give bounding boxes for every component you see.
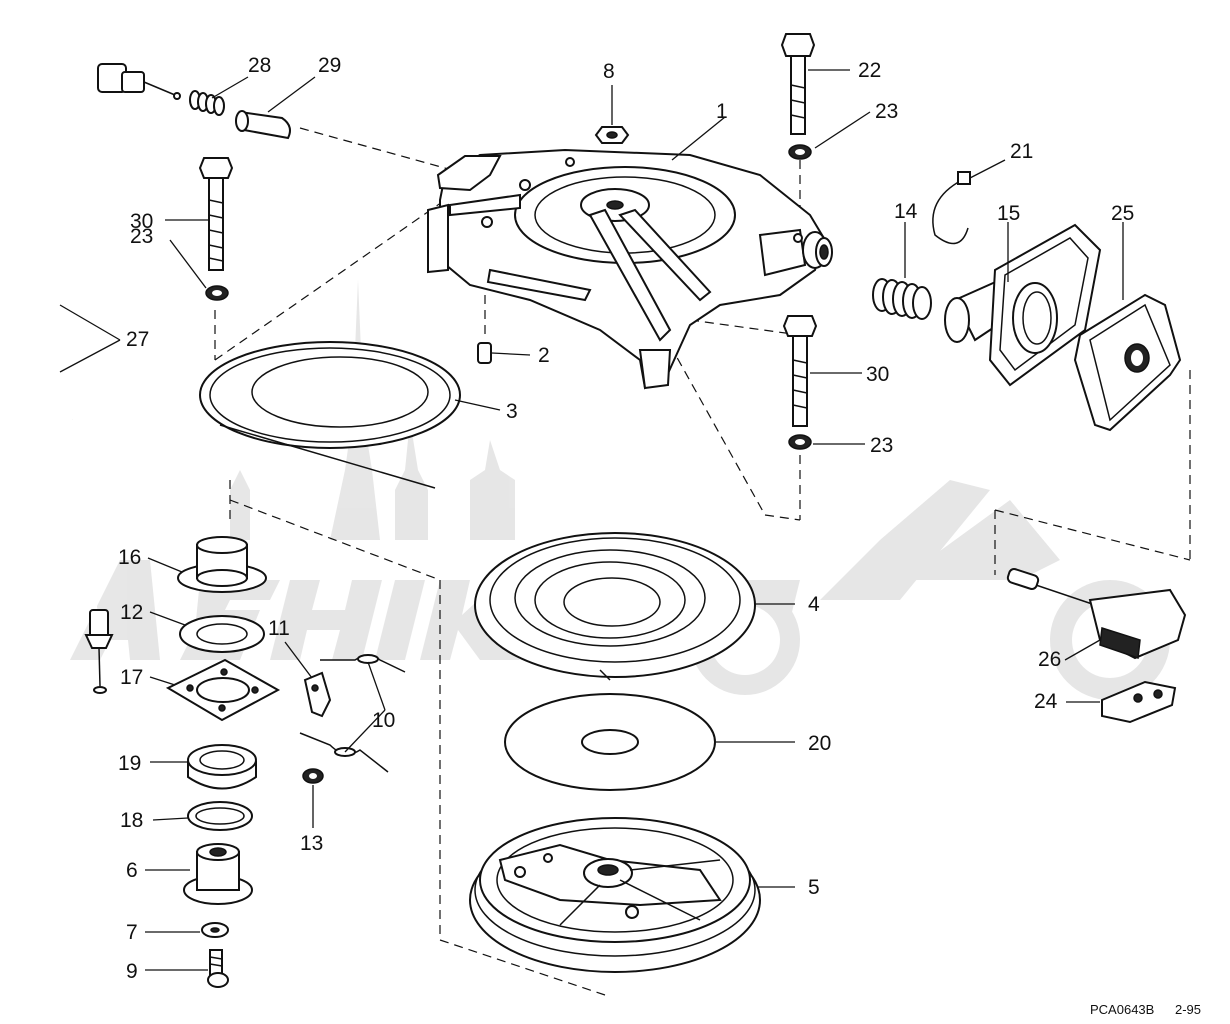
- callout-11: 11: [268, 617, 290, 640]
- part-23-washer-top: [788, 144, 812, 160]
- callout-21: 21: [1010, 140, 1033, 163]
- callout-23-right: 23: [870, 434, 893, 457]
- callout-9: 9: [126, 960, 138, 983]
- part-5-pulley: [469, 817, 761, 973]
- callout-8: 8: [603, 60, 615, 83]
- callout-4: 4: [808, 593, 820, 616]
- callout-14: 14: [894, 200, 918, 223]
- part-13-washer: [302, 768, 324, 784]
- callout-23-left: 23: [130, 225, 153, 248]
- part-1-housing: [427, 148, 833, 390]
- callout-6: 6: [126, 859, 138, 882]
- part-30-bolt-right: [782, 315, 818, 427]
- callout-17: 17: [120, 666, 143, 689]
- part-25-plate: [1073, 293, 1182, 432]
- leader-lines: [59, 69, 1124, 971]
- part-11-pawl: [303, 671, 332, 718]
- callout-19: 19: [118, 752, 141, 775]
- part-30-bolt-left: [198, 157, 234, 271]
- part-29-plunger: [235, 110, 291, 140]
- part-27-cable: [36, 60, 181, 694]
- callout-5: 5: [808, 876, 820, 899]
- callout-10: 10: [372, 709, 395, 732]
- part-23-washer-right: [788, 434, 812, 450]
- callout-28: 28: [248, 54, 271, 77]
- part-8-nut: [594, 126, 630, 144]
- callout-1: 1: [716, 100, 728, 123]
- part-12-washer: [179, 615, 265, 653]
- figure-code: PCA0643B: [1090, 1002, 1154, 1017]
- part-20-disc: [504, 693, 716, 791]
- part-28-spring: [189, 90, 225, 116]
- part-21-clamp: [932, 171, 971, 245]
- callout-23-top: 23: [875, 100, 898, 123]
- part-2-pin: [477, 342, 492, 364]
- part-22-bolt: [780, 33, 816, 135]
- callout-15: 15: [997, 202, 1020, 225]
- part-14-spring: [872, 278, 932, 320]
- callout-24: 24: [1034, 690, 1058, 713]
- part-15-handle-housing: [944, 223, 1102, 387]
- part-3-rewind-spring: [199, 341, 461, 489]
- callout-7: 7: [126, 921, 138, 944]
- part-7-washer: [201, 922, 229, 938]
- part-16-cup: [177, 536, 267, 593]
- part-19-bushing: [187, 744, 257, 790]
- callout-25: 25: [1111, 202, 1134, 225]
- callout-18: 18: [120, 809, 143, 832]
- callout-27: 27: [126, 328, 149, 351]
- figure-date: 2-95: [1175, 1002, 1201, 1017]
- part-9-screw: [207, 949, 229, 988]
- part-18-seal: [187, 801, 253, 831]
- callout-13: 13: [300, 832, 323, 855]
- callout-12: 12: [120, 601, 143, 624]
- part-4-spring-housing: [474, 532, 756, 681]
- callout-22: 22: [858, 59, 881, 82]
- callout-3: 3: [506, 400, 518, 423]
- callout-16: 16: [118, 546, 141, 569]
- part-24-insert: [1101, 680, 1177, 724]
- callout-30-left: 30: [130, 210, 153, 233]
- callout-20: 20: [808, 732, 831, 755]
- callout-26: 26: [1038, 648, 1061, 671]
- callout-2: 2: [538, 344, 550, 367]
- callout-29: 29: [318, 54, 341, 77]
- part-26-handle: [1006, 568, 1187, 660]
- callout-30-right: 30: [866, 363, 889, 386]
- part-17-plate: [165, 658, 281, 722]
- callout-labels: 28 29 8 1 22 23 21 14 15 25 30 23 27 2 3…: [118, 54, 1134, 983]
- part-23-washer-left: [205, 285, 229, 301]
- part-6-hub: [183, 843, 253, 905]
